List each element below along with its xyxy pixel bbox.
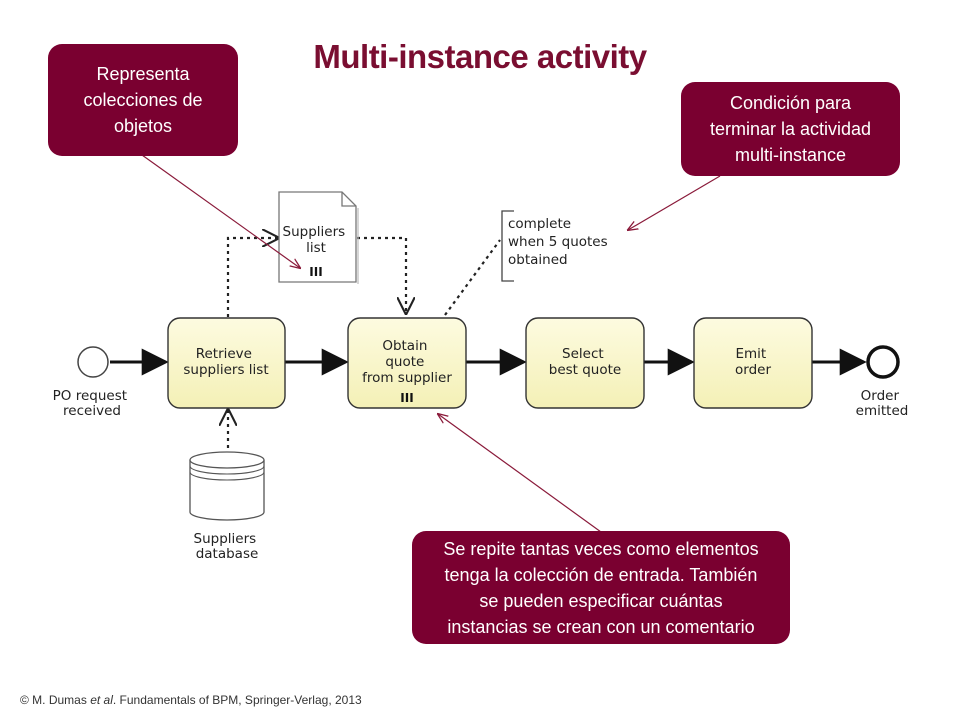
callout-pointer-condition	[628, 175, 721, 230]
annotation-association	[444, 239, 501, 316]
callout-repeat: Se repite tantas veces como elementos te…	[412, 531, 790, 644]
callout-pointer-collections	[141, 154, 300, 268]
task-emit-label: Emit order	[735, 346, 771, 378]
callout-repeat-line: se pueden especificar cuántas	[479, 590, 723, 611]
callout-repeat-line: instancias se crean con un comentario	[447, 616, 755, 637]
callout-condition-line: multi-instance	[734, 145, 847, 165]
callout-collections-line: Representa	[96, 64, 190, 84]
task-obtain-label: Obtain quote from supplier	[362, 338, 452, 386]
footer-prefix: © M. Dumas	[20, 693, 91, 707]
callout-pointer-repeat	[438, 414, 602, 533]
callout-repeat-line: tenga la colección de entrada. También	[444, 564, 758, 585]
data-object-label: Suppliers list	[283, 224, 350, 256]
annotation-text: complete when 5 quotes obtained	[508, 216, 612, 268]
data-store-suppliers-database: Suppliers database	[189, 451, 265, 562]
callout-condition-line: terminar la actividad	[709, 119, 872, 139]
callout-collections-line: objetos	[113, 116, 173, 136]
callout-collections: Representa colecciones de objetos	[48, 44, 238, 156]
task-obtain-quote	[347, 317, 467, 409]
start-event-label: PO request received	[53, 388, 132, 419]
footer-citation: © M. Dumas et al. Fundamentals of BPM, S…	[20, 693, 362, 707]
task-emit-order	[693, 317, 813, 409]
task-select-best-quote	[525, 317, 645, 409]
multi-instance-marker-task: III	[400, 391, 413, 405]
footer-suffix: . Fundamentals of BPM, Springer-Verlag, …	[112, 693, 362, 707]
task-select-label: Select best quote	[549, 346, 621, 378]
text-annotation: complete when 5 quotes obtained	[501, 210, 612, 282]
task-retrieve-label: Retrieve suppliers list	[183, 346, 268, 378]
association-retrieve-to-list	[226, 238, 278, 317]
start-event	[77, 346, 109, 378]
callout-condition-line: Condición para	[729, 93, 852, 113]
end-event	[866, 345, 900, 379]
association-list-to-obtain	[357, 236, 406, 313]
data-store-label: Suppliers database	[194, 531, 261, 562]
task-retrieve-suppliers-list	[167, 317, 286, 409]
page-title: Multi-instance activity	[313, 38, 647, 75]
data-object-suppliers-list: Suppliers list III	[278, 191, 359, 284]
callout-repeat-line: Se repite tantas veces como elementos	[443, 538, 759, 559]
footer-italic: et al	[90, 693, 113, 707]
end-event-label: Order emitted	[856, 388, 909, 419]
callout-condition: Condición para terminar la actividad mul…	[681, 82, 900, 176]
multi-instance-marker-data: III	[309, 265, 322, 279]
callout-collections-line: colecciones de	[83, 90, 203, 110]
